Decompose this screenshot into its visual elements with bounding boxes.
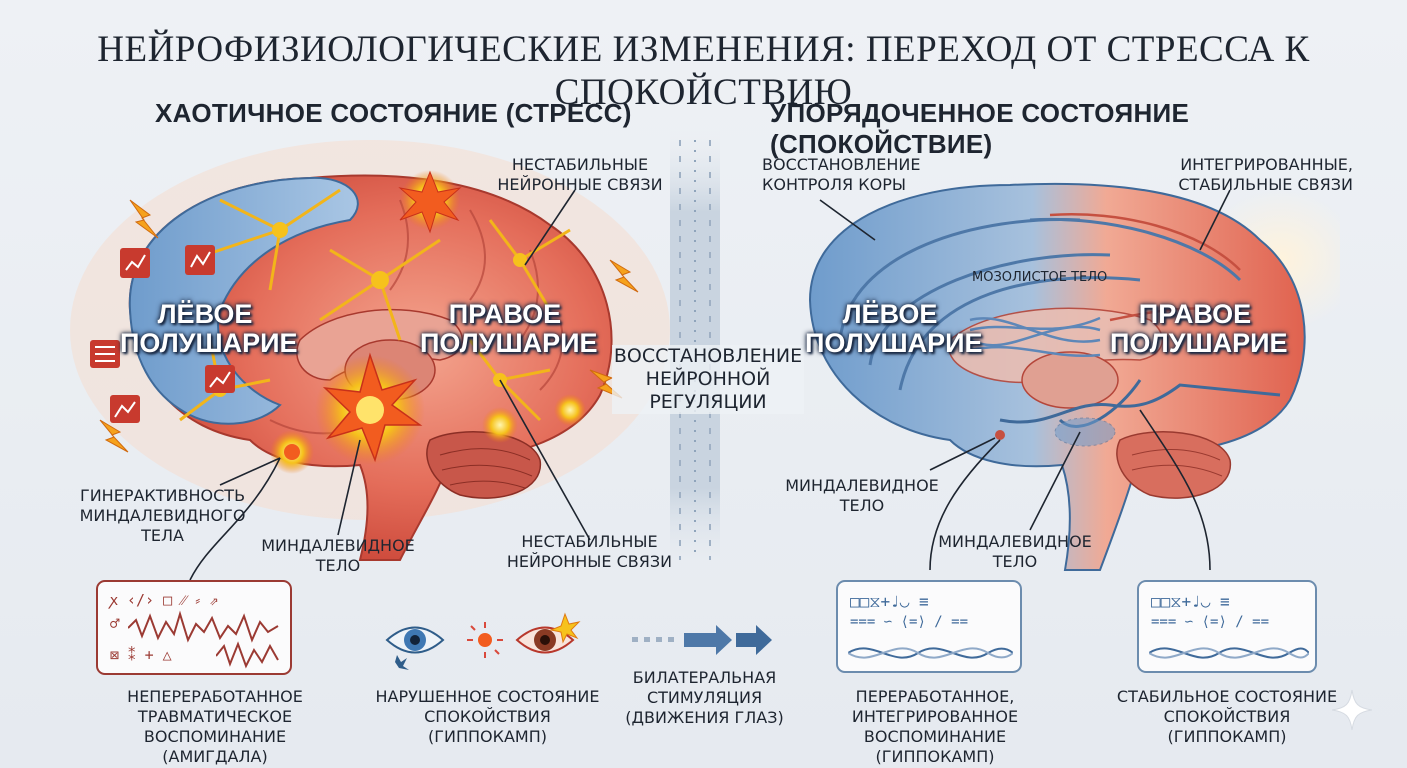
disrupted-calm-caption: НАРУШЕННОЕ СОСТОЯНИЕ СПОКОЙСТВИЯ (ГИППОК… xyxy=(375,687,600,746)
stress-left-hemisphere-label: ЛЁВОЕ ПОЛУШАРИЕ xyxy=(120,299,298,358)
calm-amygdala-label-1: МИНДАЛЕВИДНОЕ ТЕЛО xyxy=(785,476,939,515)
calm-brain-illustration xyxy=(808,182,1340,571)
processed-memory-box: □□⧖+♩◡ ≡ === ∽ ⟨=⟩ / == xyxy=(836,580,1022,673)
calm-left-hemisphere-label: ЛЁВОЕ ПОЛУШАРИЕ xyxy=(805,299,983,358)
traumatic-memory-box: ꭗ ‹/› □ ⁄⁄ ⸗ ⇗ ♂ ⊠ ⁑ + △ xyxy=(96,580,292,675)
corpus-callosum-label: МОЗОЛИСТОЕ ТЕЛО xyxy=(972,270,1108,285)
memory-glyph-row-3: ⊠ ⁑ + △ xyxy=(110,646,172,664)
amygdala-hyperactivity-label: ГИНЕРАКТИВНОСТЬ МИНДАЛЕВИДНОГО ТЕЛА xyxy=(79,486,246,545)
calm-right-hemisphere-label: ПРАВОЕ ПОЛУШАРИЕ xyxy=(1110,299,1288,358)
stable-glyph-row-1: □□⧖+♩◡ ≡ xyxy=(1151,592,1230,611)
unstable-connections-bottom-label: НЕСТАБИЛЬНЫЕ НЕЙРОННЫЕ СВЯЗИ xyxy=(506,532,673,571)
memory-glyph-row-1: ꭗ ‹/› □ ⁄⁄ ⸗ ⇗ xyxy=(110,591,219,609)
disrupted-eyes-icon xyxy=(385,612,581,670)
stress-amygdala-label: МИНДАЛЕВИДНОЕ ТЕЛО xyxy=(261,536,415,575)
neural-regulation-label: ВОССТАНОВЛЕНИЕ НЕЙРОННОЙ РЕГУЛЯЦИИ xyxy=(612,345,804,414)
cortex-control-label: ВОССТАНОВЛЕНИЕ КОНТРОЛЯ КОРЫ xyxy=(762,155,921,194)
stable-state-box: □□⧖+♩◡ ≡ === ∽ ⟨=⟩ / == xyxy=(1137,580,1317,673)
calm-heading: УПОРЯДОЧЕННОЕ СОСТОЯНИЕ (СПОКОЙСТВИЕ) xyxy=(770,98,1190,159)
unstable-connections-top-label: НЕСТАБИЛЬНЫЕ НЕЙРОННЫЕ СВЯЗИ xyxy=(497,155,663,194)
integrated-wave-icon xyxy=(848,647,1013,659)
chaotic-wave-icon xyxy=(128,610,279,643)
bilateral-stimulation-caption: БИЛАТЕРАЛЬНАЯ СТИМУЛЯЦИЯ (ДВИЖЕНИЯ ГЛАЗ) xyxy=(625,668,784,727)
stable-wave-icon xyxy=(1149,647,1309,659)
processed-memory-caption: ПЕРЕРАБОТАННОЕ, ИНТЕГРИРОВАННОЕ ВОСПОМИН… xyxy=(851,687,1019,766)
sparkle-icon xyxy=(1331,689,1373,731)
calm-amygdala-label-2: МИНДАЛЕВИДНОЕ ТЕЛО xyxy=(938,532,1092,571)
bilateral-arrows-icon xyxy=(632,625,772,655)
memory-glyph-row-2: ♂ xyxy=(110,614,120,633)
stress-right-hemisphere-label: ПРАВОЕ ПОЛУШАРИЕ xyxy=(420,299,598,358)
chaotic-wave-small-icon xyxy=(216,641,279,669)
processed-glyph-row-1: □□⧖+♩◡ ≡ xyxy=(850,592,929,611)
stress-brain-illustration xyxy=(70,140,670,580)
page-title: НЕЙРОФИЗИОЛОГИЧЕСКИЕ ИЗМЕНЕНИЯ: ПЕРЕХОД … xyxy=(97,29,1310,113)
integrated-connections-label: ИНТЕГРИРОВАННЫЕ, СТАБИЛЬНЫЕ СВЯЗИ xyxy=(1178,155,1353,194)
stable-glyph-row-2: === ∽ ⟨=⟩ / == xyxy=(1151,614,1270,630)
unprocessed-memory-caption: НЕПЕРЕРАБОТАННОЕ ТРАВМАТИЧЕСКОЕ ВОСПОМИН… xyxy=(127,687,303,766)
stress-heading: ХАОТИЧНОЕ СОСТОЯНИЕ (СТРЕСС) xyxy=(155,98,632,128)
processed-glyph-row-2: === ∽ ⟨=⟩ / == xyxy=(850,614,969,630)
stable-calm-caption: СТАБИЛЬНОЕ СОСТОЯНИЕ СПОКОЙСТВИЯ (ГИППОК… xyxy=(1116,687,1338,746)
